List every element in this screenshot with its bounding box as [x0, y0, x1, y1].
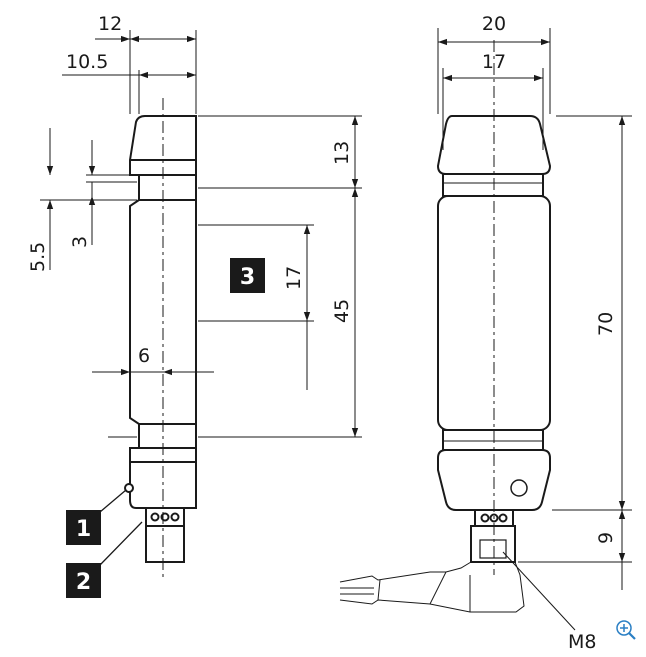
front-extension-lines — [437, 28, 632, 563]
callout-1: 1 — [66, 489, 127, 545]
dim-side-offset-inner: 3 — [69, 140, 96, 248]
dim-label-17-front: 17 — [482, 51, 506, 73]
side-bottom-cap — [129, 447, 197, 509]
front-bottom-cap — [437, 449, 551, 511]
dim-label-70: 70 — [595, 312, 617, 336]
dim-label-17-slot: 17 — [283, 266, 305, 290]
side-led — [124, 483, 134, 493]
side-connector-thread — [145, 525, 185, 563]
dim-label-6: 6 — [138, 345, 150, 367]
dim-side-offset-outer: 5.5 — [27, 128, 54, 272]
dim-side-height-top: 13 — [331, 116, 359, 188]
dim-front-width-inner: 17 — [443, 51, 543, 82]
dim-front-width-outer: 20 — [438, 13, 550, 46]
side-lower-neck — [138, 423, 197, 449]
dim-label-13: 13 — [331, 141, 353, 165]
thread-label-m8: M8 — [568, 631, 596, 653]
side-view — [124, 115, 197, 563]
thread-callout: M8 — [502, 551, 596, 653]
callout-3-label: 3 — [240, 265, 255, 290]
side-neck — [138, 174, 197, 201]
side-extension-lines — [40, 30, 362, 438]
front-view — [436, 115, 552, 563]
dim-connector-height: 9 — [595, 510, 626, 590]
front-led — [510, 479, 528, 497]
front-connector-thread — [470, 525, 516, 563]
callout-2-label: 2 — [76, 570, 91, 595]
dim-side-width-outer: 12 — [95, 13, 196, 43]
dim-label-3: 3 — [69, 236, 91, 248]
dim-label-5-5: 5.5 — [27, 242, 49, 272]
dim-label-10-5: 10.5 — [66, 51, 108, 73]
dim-side-width-inner: 10.5 — [62, 51, 196, 79]
dim-label-45: 45 — [331, 299, 353, 323]
callout-3: 3 — [230, 258, 265, 293]
cable-connector-outline — [339, 561, 525, 613]
front-lower-neck — [442, 429, 544, 451]
side-top-cap — [129, 115, 197, 176]
magnify-plus-icon[interactable] — [616, 620, 636, 640]
dim-label-20: 20 — [482, 13, 506, 35]
callout-2: 2 — [66, 521, 143, 598]
callout-1-label: 1 — [76, 517, 91, 542]
dim-total-height: 70 — [595, 116, 626, 510]
dim-slot-height: 17 — [283, 225, 311, 390]
front-neck — [442, 173, 544, 197]
dim-body-height: 45 — [331, 188, 359, 437]
dim-slot-depth: 6 — [92, 345, 214, 376]
dim-label-12: 12 — [98, 13, 122, 35]
dim-label-9: 9 — [595, 532, 617, 544]
